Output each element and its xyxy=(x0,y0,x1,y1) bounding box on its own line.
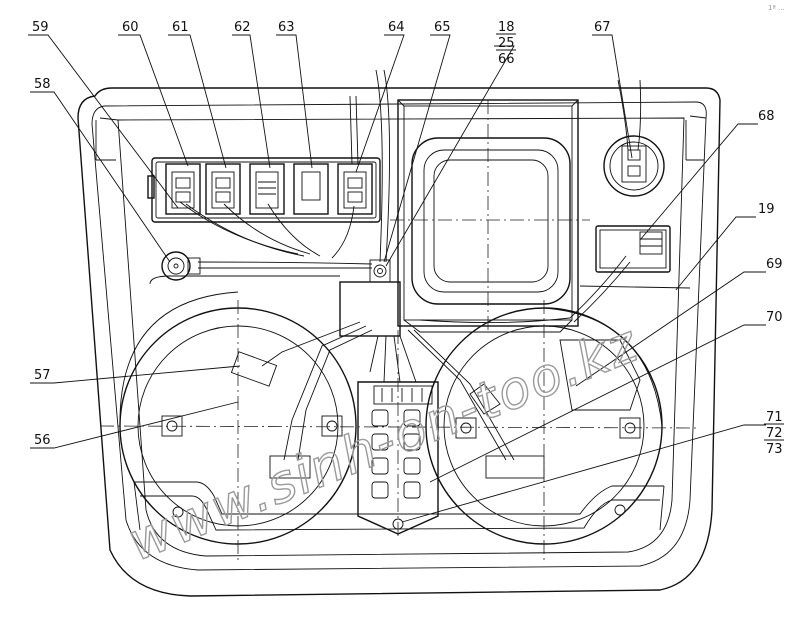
callout-58: 58 xyxy=(34,77,51,92)
outlet-panel xyxy=(357,381,439,535)
housing-outline xyxy=(77,87,721,597)
wire-harnesses xyxy=(179,69,642,479)
bottom-bracket xyxy=(133,481,665,531)
callout-66: 66 xyxy=(498,52,515,67)
round-connector-58 xyxy=(161,251,201,281)
callout-68: 68 xyxy=(758,109,775,124)
callout-labels: 59 60 61 62 63 64 65 18 25 66 67 58 68 1… xyxy=(32,20,784,457)
center-lines xyxy=(99,100,701,560)
callout-65: 65 xyxy=(434,20,451,35)
callout-62: 62 xyxy=(234,20,251,35)
callout-18: 18 xyxy=(498,20,515,35)
callout-73: 73 xyxy=(766,442,783,457)
callout-56: 56 xyxy=(34,433,51,448)
callout-71: 71 xyxy=(766,410,783,425)
callout-64: 64 xyxy=(388,20,405,35)
leader-lines xyxy=(28,34,766,523)
callout-61: 61 xyxy=(172,20,189,35)
callout-63: 63 xyxy=(278,20,295,35)
upper-panel xyxy=(149,275,691,289)
callout-67: 67 xyxy=(594,20,611,35)
watermark-text: www.sinh-on-too.kz xyxy=(120,314,647,574)
callout-19: 19 xyxy=(758,202,775,217)
callout-25: 25 xyxy=(498,36,515,51)
round-connector-67 xyxy=(603,135,665,197)
callout-57: 57 xyxy=(34,368,51,383)
callout-72: 72 xyxy=(766,426,783,441)
callout-70: 70 xyxy=(766,310,783,325)
callout-69: 69 xyxy=(766,257,783,272)
callout-59: 59 xyxy=(32,20,49,35)
corner-mark: 1ª ... xyxy=(768,4,785,12)
callout-60: 60 xyxy=(122,20,139,35)
switch-block xyxy=(147,157,381,223)
mounting-bracket xyxy=(339,259,401,337)
plug-connector-68 xyxy=(595,225,671,273)
